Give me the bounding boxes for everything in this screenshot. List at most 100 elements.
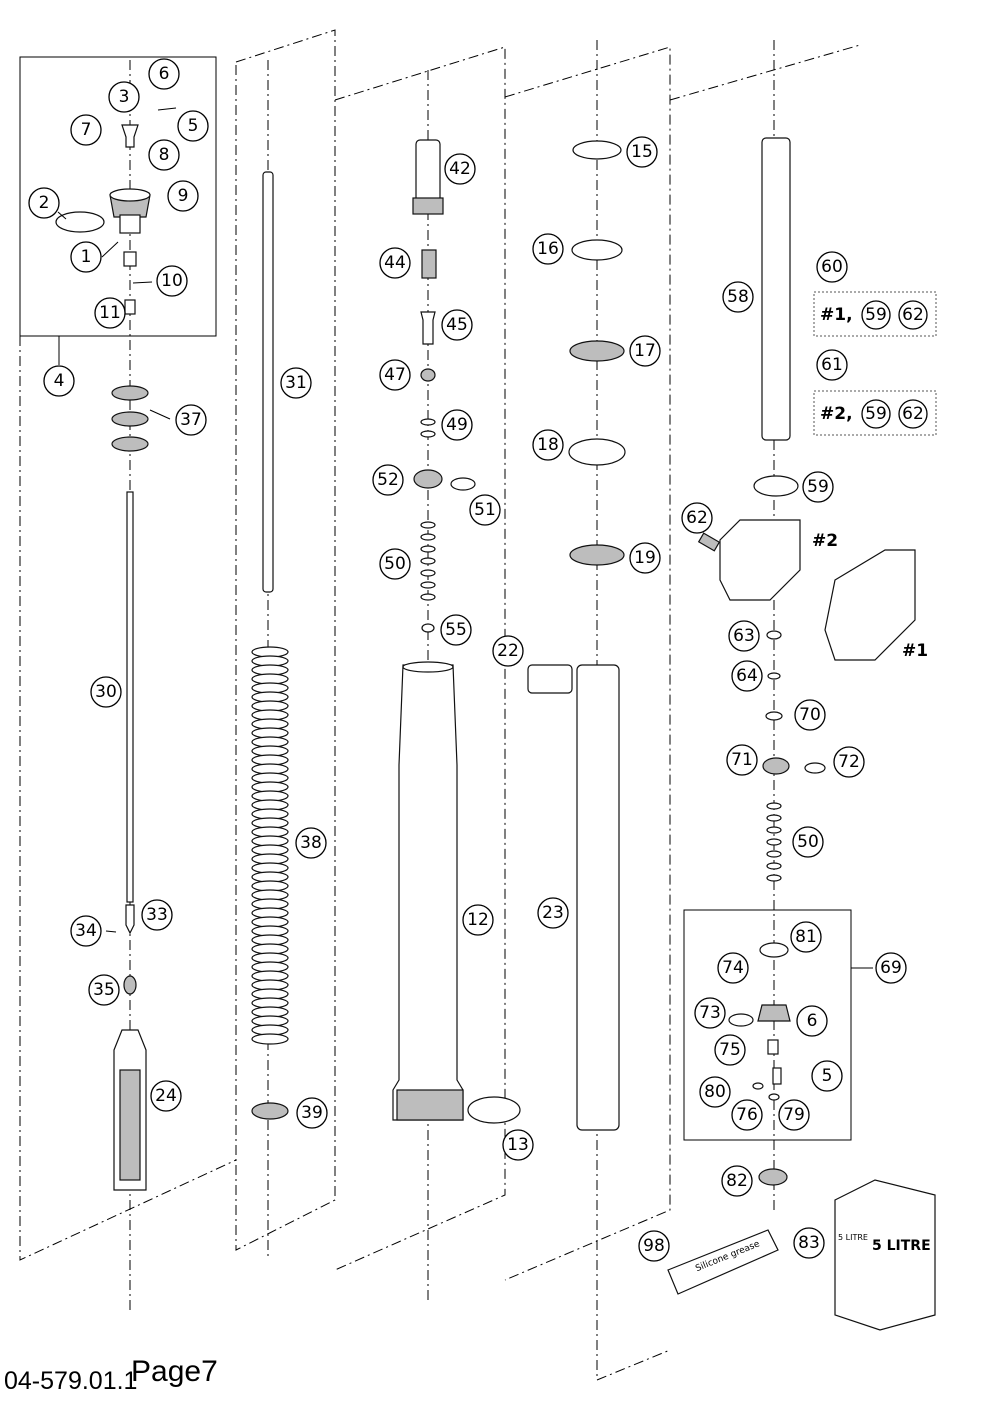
callout-19-label: 19 [634,548,656,568]
callout-4-label: 4 [54,371,65,391]
callout-16-label: 16 [537,239,559,259]
callout-80-label: 80 [704,1082,726,1102]
panel-outline-4 [504,46,671,1281]
callout-81-label: 81 [795,927,817,947]
callout-30-label: 30 [95,682,117,702]
callout-61-label: 61 [821,355,843,375]
axle-clamp-2 [719,519,801,601]
cap-body-part [119,214,141,234]
callout-62-circle [681,502,713,534]
valve-45-part [420,311,436,345]
leader-lines [57,107,873,969]
inner-tube-23 [576,664,620,1131]
callout-12-label: 12 [467,910,489,930]
callout-15-circle [626,136,658,168]
callout-3-label: 3 [119,87,130,107]
callout-10-circle [156,265,188,297]
callout-98-label: 98 [643,1236,665,1256]
callout-11-circle [94,297,126,329]
outer-tube-12 [392,664,464,1121]
callout-63-circle [728,620,760,652]
callout-6-circle [796,1005,828,1037]
washer-37a [111,385,149,401]
callout-70-label: 70 [799,705,821,725]
seal-17 [569,340,625,362]
callout-17-circle [629,335,661,367]
wiper-19 [569,544,625,566]
callout-5-label: 5 [188,116,199,136]
callout-83-circle [793,1227,825,1259]
panel-outline-3 [334,46,506,1271]
callout-11-label: 11 [99,303,121,323]
callout-9-label: 9 [178,186,189,206]
callout-18-label: 18 [537,435,559,455]
screw-80 [772,1067,782,1085]
callout-50-circle [792,826,824,858]
washer-37b [111,411,149,427]
damper-rod-part [126,491,134,903]
kit1-62-label: 62 [902,305,924,325]
callout-17-label: 17 [634,341,656,361]
callout-24-circle [150,1080,182,1112]
callout-64-label: 64 [736,666,758,686]
leader-6-5 [157,107,177,111]
callout-7-label: 7 [81,120,92,140]
axle-clamp-1 [824,549,916,661]
callout-50-label: 50 [797,832,819,852]
spring-coil [251,1033,289,1045]
piston-ring-51 [450,477,476,491]
callout-55-label: 55 [445,620,467,640]
clip-18 [568,438,626,466]
ring-73 [728,1013,754,1027]
callout-82-circle [721,1165,753,1197]
callout-24-label: 24 [155,1086,177,1106]
callout-13-label: 13 [507,1135,529,1155]
callout-58-circle [722,281,754,313]
callout-79-circle [778,1099,810,1131]
callout-37-circle [175,404,207,436]
mark-2-label: #2 [812,531,838,551]
callout-1-circle [70,241,102,273]
callout-75-circle [714,1034,746,1066]
callout-18-circle [532,429,564,461]
leader-10 [132,281,153,284]
shim [420,581,436,589]
bushing-22 [527,664,573,694]
callout-45-circle [441,309,473,341]
callout-69-label: 69 [880,958,902,978]
callout-23-label: 23 [542,903,564,923]
callout-59-label: 59 [807,477,829,497]
spring-35-part [123,975,137,995]
callout-74-label: 74 [722,958,744,978]
callout-71-circle [726,744,758,776]
callout-52-label: 52 [377,470,399,490]
footer-page-label: Page7 [131,1355,218,1388]
screw-75 [767,1039,779,1055]
callout-73-label: 73 [699,1003,721,1023]
callout-62-label: 62 [686,508,708,528]
valve-body-42 [415,139,441,203]
shim [420,545,436,553]
callout-80-circle [699,1076,731,1108]
o-ring-59 [753,475,799,497]
callout-3-circle [108,81,140,113]
callout-98-circle [638,1230,670,1262]
callout-2-circle [28,187,60,219]
shim-stack-50-left [420,521,436,601]
top-cap-top [109,188,151,202]
callout-10-label: 10 [161,271,183,291]
washer-49a [420,418,436,426]
callout-74-circle [717,952,749,984]
washer-76 [752,1082,764,1090]
callout-6-label: 6 [807,1011,818,1031]
panel-outline-2 [235,29,336,1251]
leader-37 [149,409,171,420]
callout-34-label: 34 [75,921,97,941]
callout-49-circle [441,409,473,441]
callout-72-circle [833,746,865,778]
shim [420,557,436,565]
callout-50-circle [379,548,411,580]
washer-49b [420,430,436,438]
washer-64 [767,672,781,680]
washer-70 [765,711,783,721]
